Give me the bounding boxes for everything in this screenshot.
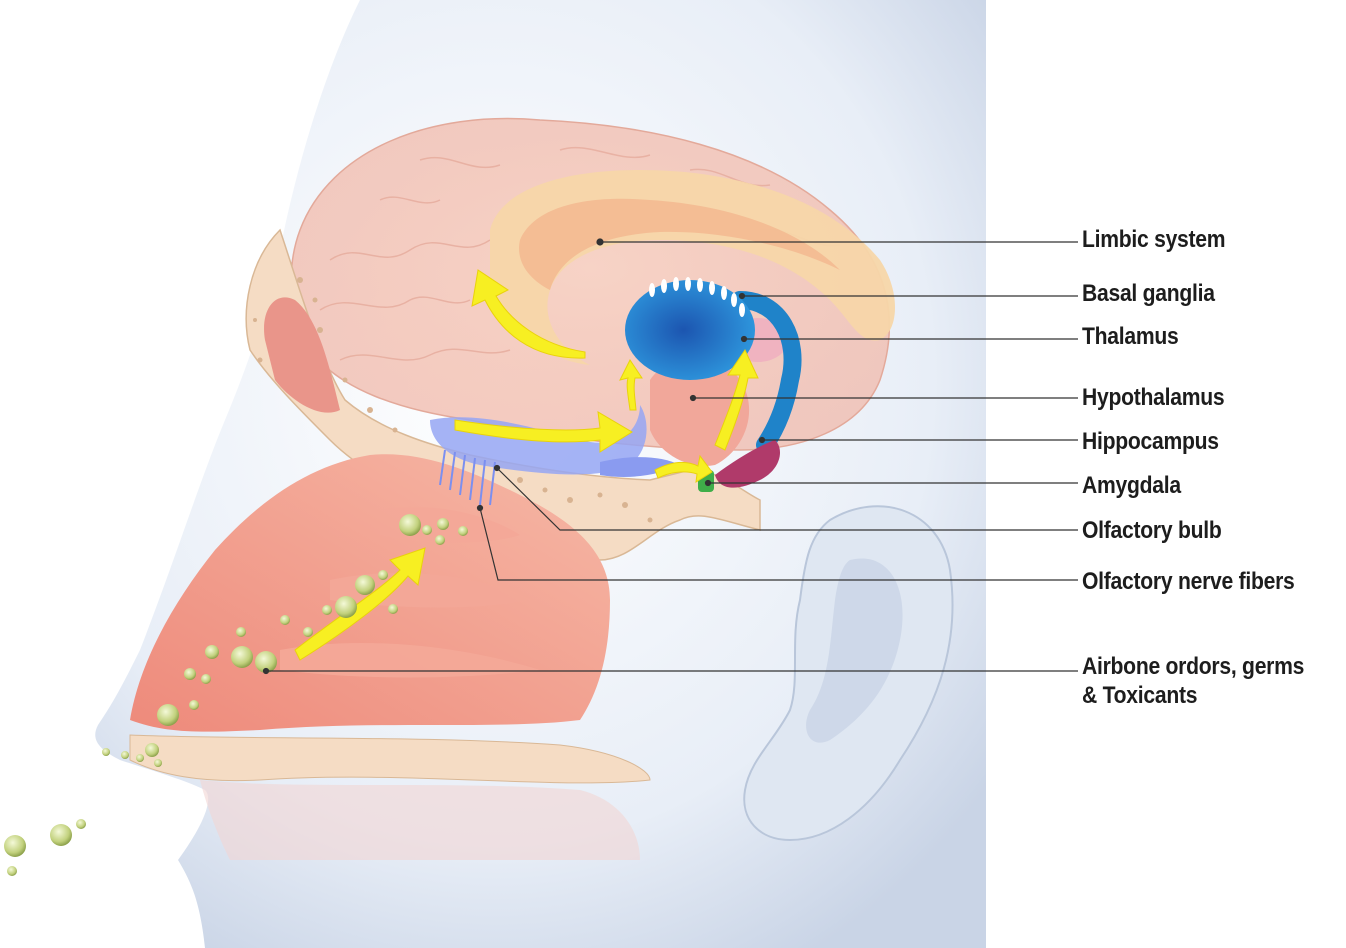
label-hippocampus: Hippocampus — [1082, 430, 1219, 454]
label-thalamus: Thalamus — [1082, 325, 1178, 349]
label-olfactory-bulb: Olfactory bulb — [1082, 519, 1221, 543]
label-airborne-line2: & Toxicants — [1082, 684, 1197, 708]
label-basal-ganglia: Basal ganglia — [1082, 282, 1215, 306]
label-hypothalamus: Hypothalamus — [1082, 386, 1224, 410]
label-olfactory-nerve-fibers: Olfactory nerve fibers — [1082, 570, 1295, 594]
oral-region — [200, 780, 640, 860]
label-amygdala: Amygdala — [1082, 474, 1181, 498]
label-airborne-line1: Airbone ordors, germs — [1082, 655, 1304, 679]
label-limbic-system: Limbic system — [1082, 228, 1225, 252]
